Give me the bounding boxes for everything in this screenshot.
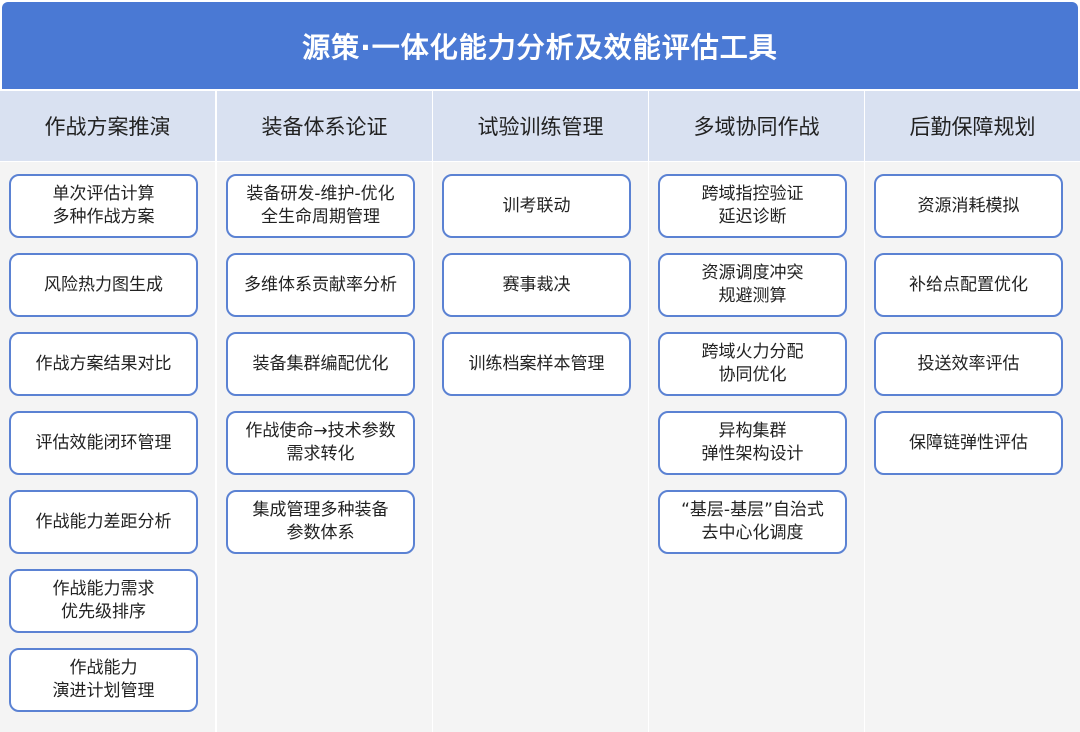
card-text: 作战使命→技术参数需求转化: [245, 420, 395, 466]
card-text-line: 去中心化调度: [701, 523, 804, 543]
card-text: “基层-基层”自治式去中心化调度: [681, 499, 824, 545]
card-text-line: 作战方案结果对比: [35, 353, 172, 374]
card-text-line: 需求转化: [286, 444, 355, 464]
capability-card[interactable]: 作战能力需求优先级排序: [9, 569, 198, 633]
card-text-line: 资源消耗模拟: [917, 195, 1020, 216]
capability-card[interactable]: 作战使命→技术参数需求转化: [226, 411, 415, 475]
card-text-line: 单次评估计算: [52, 184, 155, 204]
card-text-line: 作战能力需求: [52, 579, 155, 599]
card-text-line: 跨域指控验证: [701, 184, 804, 204]
title-banner: 源策·一体化能力分析及效能评估工具: [2, 2, 1078, 89]
column-header: 多域协同作战: [649, 91, 864, 161]
card-text: 保障链弹性评估: [909, 432, 1028, 455]
card-text-line: 异构集群: [718, 421, 787, 441]
card-text-line: 跨域火力分配: [701, 342, 804, 362]
capability-card[interactable]: 异构集群弹性架构设计: [658, 411, 847, 475]
card-text: 赛事裁决: [503, 274, 571, 297]
column-body: 单次评估计算多种作战方案风险热力图生成作战方案结果对比评估效能闭环管理作战能力差…: [0, 162, 215, 732]
card-text-line: 规避测算: [718, 286, 787, 306]
card-text: 评估效能闭环管理: [36, 432, 172, 455]
capability-card[interactable]: 集成管理多种装备参数体系: [226, 490, 415, 554]
capability-card[interactable]: “基层-基层”自治式去中心化调度: [658, 490, 847, 554]
card-text-line: 资源调度冲突: [701, 263, 804, 283]
column-body: 资源消耗模拟补给点配置优化投送效率评估保障链弹性评估: [865, 162, 1080, 732]
card-text: 跨域火力分配协同优化: [702, 341, 804, 387]
capability-card[interactable]: 作战能力演进计划管理: [9, 648, 198, 712]
capability-card[interactable]: 作战方案结果对比: [9, 332, 198, 396]
capability-card[interactable]: 风险热力图生成: [9, 253, 198, 317]
column-header: 作战方案推演: [0, 91, 215, 161]
capability-card[interactable]: 投送效率评估: [874, 332, 1063, 396]
card-text: 资源消耗模拟: [918, 195, 1020, 218]
card-text-line: 协同优化: [718, 365, 787, 385]
card-text: 装备研发-维护-优化全生命周期管理: [246, 183, 394, 229]
card-text-line: 赛事裁决: [502, 274, 571, 295]
column-body: 跨域指控验证延迟诊断资源调度冲突规避测算跨域火力分配协同优化异构集群弹性架构设计…: [649, 162, 864, 732]
column-header: 试验训练管理: [433, 91, 648, 161]
card-text-line: 训练档案样本管理: [468, 353, 605, 374]
card-text-line: 全生命周期管理: [261, 207, 380, 227]
card-text: 投送效率评估: [918, 353, 1020, 376]
column-body: 装备研发-维护-优化全生命周期管理多维体系贡献率分析装备集群编配优化作战使命→技…: [217, 162, 432, 732]
card-text: 作战能力差距分析: [36, 511, 172, 534]
page-title: 源策·一体化能力分析及效能评估工具: [302, 30, 778, 64]
column-header: 装备体系论证: [217, 91, 432, 161]
card-text: 补给点配置优化: [909, 274, 1028, 297]
card-text: 作战能力演进计划管理: [53, 657, 155, 703]
card-text-line: “基层-基层”自治式: [681, 500, 824, 520]
capability-card[interactable]: 跨域火力分配协同优化: [658, 332, 847, 396]
card-text-line: 评估效能闭环管理: [35, 432, 172, 453]
capability-card[interactable]: 装备集群编配优化: [226, 332, 415, 396]
card-text: 作战方案结果对比: [36, 353, 172, 376]
card-text-line: 装备集群编配优化: [252, 353, 389, 374]
capability-card[interactable]: 资源调度冲突规避测算: [658, 253, 847, 317]
card-text-line: 多维体系贡献率分析: [244, 274, 397, 295]
card-text-line: 延迟诊断: [718, 207, 787, 227]
card-text: 资源调度冲突规避测算: [702, 262, 804, 308]
card-text: 训练档案样本管理: [469, 353, 605, 376]
card-text-line: 弹性架构设计: [701, 444, 804, 464]
capability-card[interactable]: 评估效能闭环管理: [9, 411, 198, 475]
capability-card[interactable]: 作战能力差距分析: [9, 490, 198, 554]
card-text-line: 装备研发-维护-优化: [246, 184, 395, 204]
card-text-line: 参数体系: [286, 523, 355, 543]
capability-card[interactable]: 训考联动: [442, 174, 631, 238]
capability-card[interactable]: 资源消耗模拟: [874, 174, 1063, 238]
card-text-line: 训考联动: [502, 195, 571, 216]
card-text-line: 保障链弹性评估: [909, 432, 1028, 453]
capability-card[interactable]: 补给点配置优化: [874, 253, 1063, 317]
capability-card[interactable]: 单次评估计算多种作战方案: [9, 174, 198, 238]
card-text: 装备集群编配优化: [253, 353, 389, 376]
card-text: 异构集群弹性架构设计: [702, 420, 804, 466]
card-text: 训考联动: [503, 195, 571, 218]
card-text-line: 风险热力图生成: [44, 274, 163, 295]
card-text-line: 集成管理多种装备: [252, 500, 389, 520]
column-body: 训考联动赛事裁决训练档案样本管理: [433, 162, 648, 732]
card-text-line: 补给点配置优化: [909, 274, 1028, 295]
capability-card[interactable]: 多维体系贡献率分析: [226, 253, 415, 317]
column-header: 后勤保障规划: [865, 91, 1080, 161]
card-text-line: 作战能力: [69, 658, 138, 678]
capability-card[interactable]: 保障链弹性评估: [874, 411, 1063, 475]
card-text: 跨域指控验证延迟诊断: [702, 183, 804, 229]
card-text-line: 优先级排序: [61, 602, 146, 622]
card-text: 单次评估计算多种作战方案: [53, 183, 155, 229]
card-text: 作战能力需求优先级排序: [53, 578, 155, 624]
card-text-line: 多种作战方案: [52, 207, 155, 227]
capability-card[interactable]: 跨域指控验证延迟诊断: [658, 174, 847, 238]
card-text-line: 作战使命→技术参数: [245, 421, 396, 441]
card-text: 风险热力图生成: [44, 274, 163, 297]
card-text-line: 作战能力差距分析: [35, 511, 172, 532]
capability-card[interactable]: 训练档案样本管理: [442, 332, 631, 396]
capability-card[interactable]: 赛事裁决: [442, 253, 631, 317]
card-text: 多维体系贡献率分析: [244, 274, 397, 297]
card-text-line: 投送效率评估: [917, 353, 1020, 374]
card-text-line: 演进计划管理: [52, 681, 155, 701]
card-text: 集成管理多种装备参数体系: [253, 499, 389, 545]
capability-card[interactable]: 装备研发-维护-优化全生命周期管理: [226, 174, 415, 238]
